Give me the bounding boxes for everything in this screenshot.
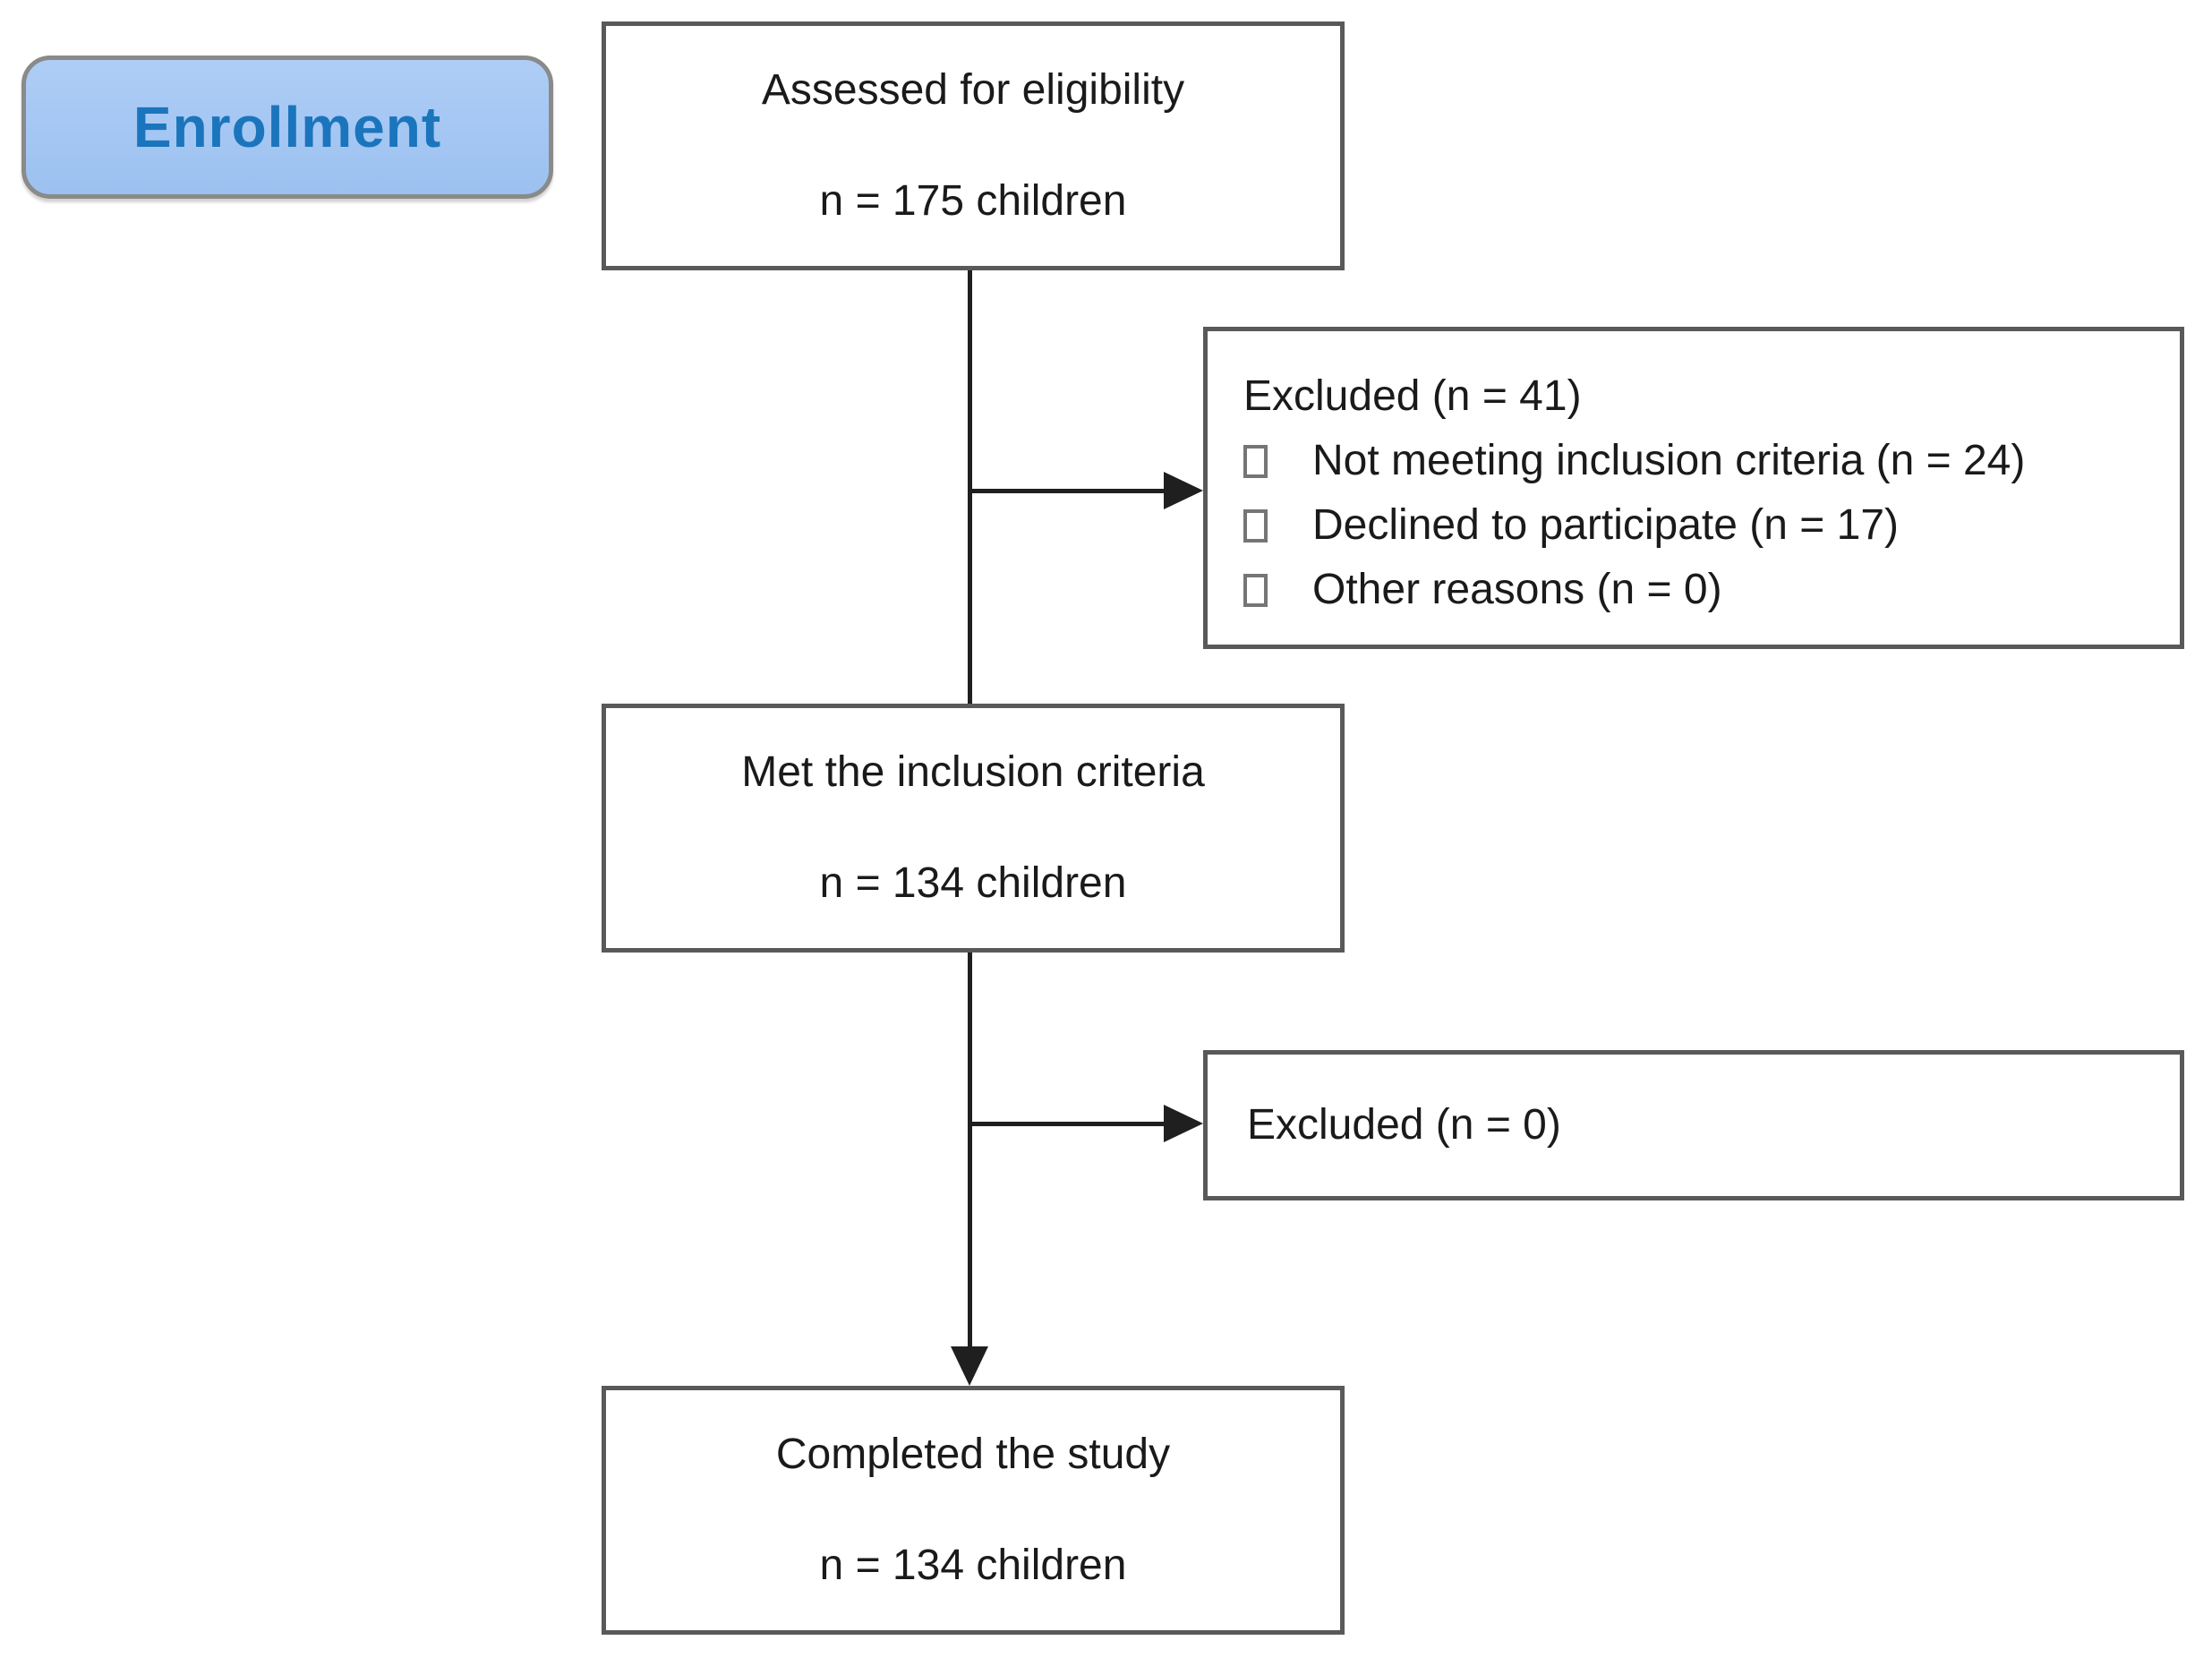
excluded-top-title: Excluded (n = 41) bbox=[1243, 372, 1582, 420]
met-box-count: n = 134 children bbox=[819, 859, 1127, 907]
excluded-reason-text: Not meeting inclusion criteria (n = 24) bbox=[1312, 437, 2026, 484]
connector-assessed-to-met bbox=[968, 270, 972, 705]
excluded-reason-text: Other reasons (n = 0) bbox=[1312, 566, 1722, 613]
right-arrowhead-icon bbox=[1164, 472, 1203, 509]
assessed-box-title: Assessed for eligibility bbox=[761, 66, 1185, 114]
excluded-reason-text: Declined to participate (n = 17) bbox=[1312, 501, 1900, 549]
connector-to-excluded-top bbox=[969, 489, 1166, 493]
excluded-top-box: Excluded (n = 41) Not meeting inclusion … bbox=[1203, 327, 2184, 649]
completed-study-box: Completed the study n = 134 children bbox=[602, 1386, 1345, 1635]
completed-box-count: n = 134 children bbox=[819, 1542, 1127, 1589]
excluded-bottom-title: Excluded (n = 0) bbox=[1247, 1101, 1561, 1149]
bullet-square-icon bbox=[1243, 508, 1268, 543]
completed-box-title: Completed the study bbox=[775, 1431, 1171, 1478]
bullet-square-icon bbox=[1243, 444, 1268, 478]
excluded-reason-row: Not meeting inclusion criteria (n = 24) bbox=[1243, 436, 2153, 486]
enrollment-stage-label: Enrollment bbox=[132, 95, 442, 159]
enrollment-stage-badge: Enrollment bbox=[21, 56, 553, 199]
assessed-for-eligibility-box: Assessed for eligibility n = 175 childre… bbox=[602, 21, 1345, 270]
excluded-reason-row: Other reasons (n = 0) bbox=[1243, 565, 2153, 615]
connector-met-to-completed bbox=[968, 953, 972, 1350]
assessed-box-count: n = 175 children bbox=[819, 177, 1127, 225]
excluded-reason-row: Declined to participate (n = 17) bbox=[1243, 500, 2153, 551]
right-arrowhead-icon bbox=[1164, 1105, 1203, 1142]
excluded-bottom-box: Excluded (n = 0) bbox=[1203, 1050, 2184, 1200]
bullet-square-icon bbox=[1243, 573, 1268, 607]
met-inclusion-criteria-box: Met the inclusion criteria n = 134 child… bbox=[602, 704, 1345, 953]
down-arrowhead-icon bbox=[951, 1346, 988, 1386]
connector-to-excluded-bottom bbox=[969, 1122, 1166, 1126]
met-box-title: Met the inclusion criteria bbox=[741, 748, 1205, 796]
